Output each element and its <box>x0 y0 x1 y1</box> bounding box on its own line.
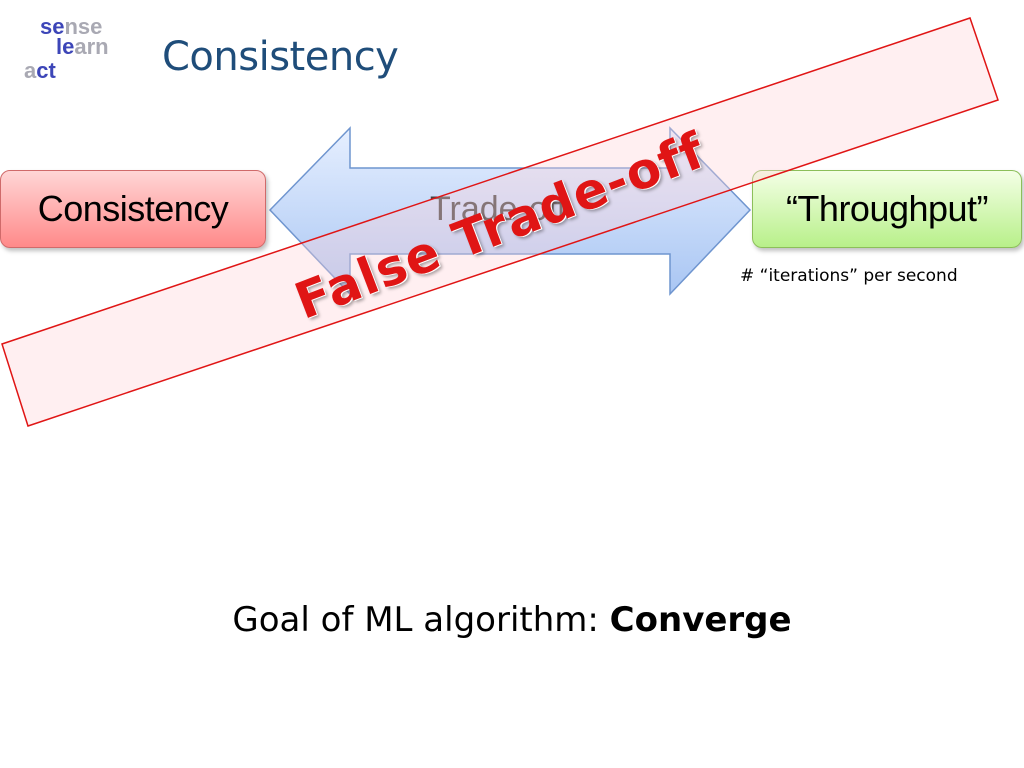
logo-row-2: learn <box>56 34 109 59</box>
goal-statement: Goal of ML algorithm: Converge <box>0 600 1024 640</box>
goal-emphasis: Converge <box>609 600 792 640</box>
iterations-note: # “iterations” per second <box>740 266 958 286</box>
logo-row-3: act <box>24 58 56 83</box>
throughput-box-label: “Throughput” <box>785 188 989 229</box>
goal-prefix: Goal of ML algorithm: <box>232 600 610 640</box>
consistency-box-label: Consistency <box>37 188 229 229</box>
consistency-box: Consistency <box>0 170 266 248</box>
sense-learn-act-logo: sense learn act <box>24 14 134 90</box>
throughput-box: “Throughput” <box>752 170 1022 248</box>
slide-title: Consistency <box>162 34 399 80</box>
